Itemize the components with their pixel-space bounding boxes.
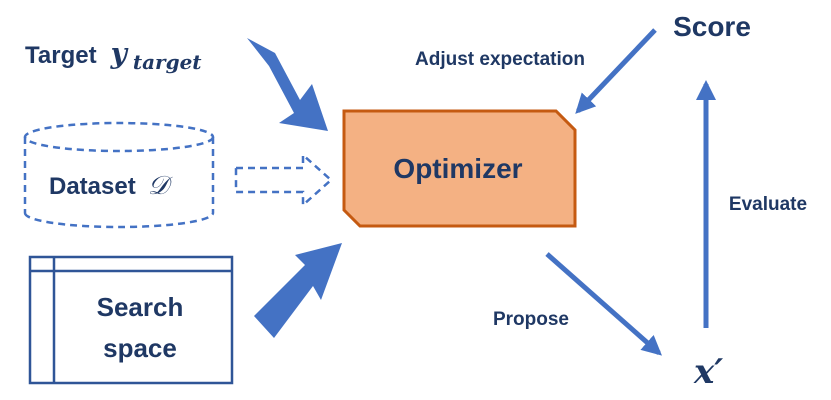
dataset-to-optimizer-arrow (234, 152, 333, 208)
dataset-symbol: 𝒟 (148, 171, 173, 201)
candidate-symbol: x′ (693, 352, 723, 392)
search-space-box (28, 255, 234, 385)
score-label: Score (673, 11, 751, 42)
target-subscript: target (133, 50, 202, 74)
adjust-expectation-label: Adjust expectation (415, 49, 585, 70)
optimizer-label: Optimizer (393, 153, 522, 184)
target-to-optimizer-arrow (247, 38, 328, 131)
search-space-line2: space (103, 333, 177, 363)
propose-label: Propose (493, 309, 569, 330)
dataset-label: Dataset 𝒟 (49, 171, 173, 201)
dataset-word: Dataset (49, 173, 136, 200)
evaluate-label: Evaluate (729, 194, 807, 215)
score-to-optimizer-arrow (575, 28, 657, 114)
target-word: Target (25, 42, 97, 69)
optimizer-box (342, 109, 577, 228)
search-to-optimizer-arrow (254, 243, 342, 338)
target-label: Target y target (25, 37, 202, 74)
propose-arrow (545, 252, 662, 356)
search-space-line1: Search (97, 292, 184, 322)
target-symbol: y (110, 37, 129, 70)
dataset-cylinder (23, 121, 215, 229)
